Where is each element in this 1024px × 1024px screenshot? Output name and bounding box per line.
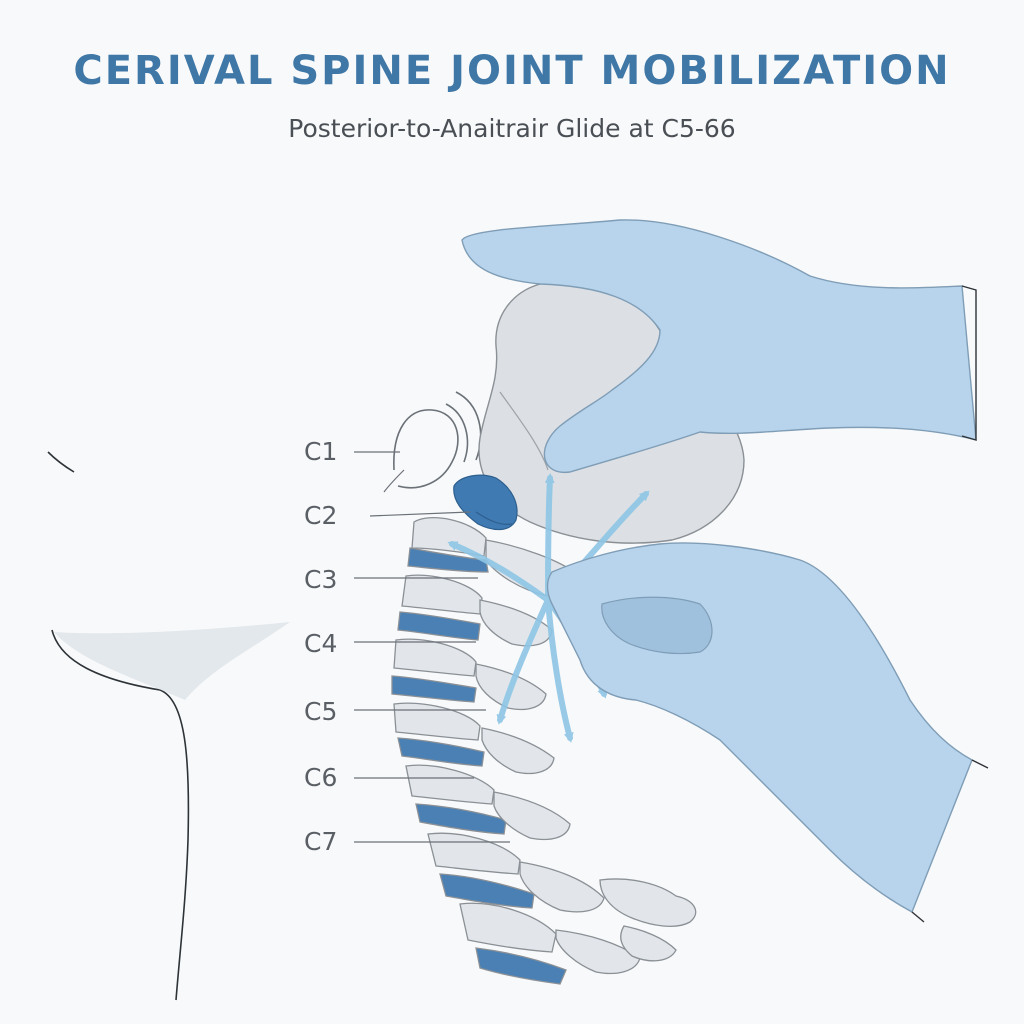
vertebra (427, 832, 605, 913)
label-text: C7 (304, 827, 337, 856)
label-text: C5 (304, 697, 337, 726)
label-c3: C3 (304, 565, 478, 594)
label-text: C4 (304, 629, 337, 658)
label-c7: C7 (304, 827, 510, 856)
atlas-axis (453, 474, 518, 531)
label-text: C3 (304, 565, 337, 594)
vertebra (393, 702, 555, 775)
vertebra (459, 902, 641, 985)
diagram-title: CERIVAL SPINE JOINT MOBILIZATION (73, 48, 951, 94)
bottom-glove (546, 542, 989, 923)
vertebra (599, 878, 697, 962)
label-c5: C5 (304, 697, 486, 726)
label-c2: C2 (304, 501, 471, 530)
label-c4: C4 (304, 629, 476, 658)
label-c1: C1 (304, 437, 400, 466)
jaw-shadow (54, 622, 290, 700)
diagram-subtitle: Posterior-to-Anaitrair Glide at C5-66 (288, 114, 736, 143)
label-text: C6 (304, 763, 337, 792)
label-text: C1 (304, 437, 337, 466)
top-glove (461, 219, 977, 473)
vertebra (405, 764, 571, 841)
label-text: C2 (304, 501, 337, 530)
patient-profile (47, 451, 190, 1001)
label-c6: C6 (304, 763, 474, 792)
